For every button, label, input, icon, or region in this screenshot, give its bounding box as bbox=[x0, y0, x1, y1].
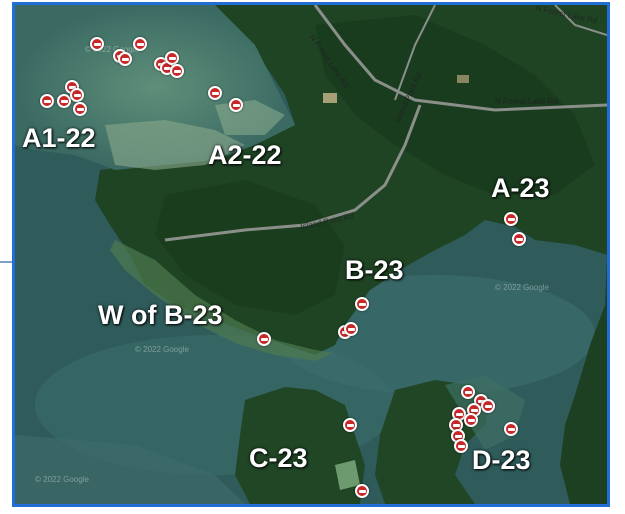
boat-icon[interactable] bbox=[165, 51, 179, 65]
boat-icon[interactable] bbox=[512, 232, 526, 246]
map-watermark: © 2022 Google bbox=[135, 345, 189, 354]
forest-lake-road bbox=[313, 5, 607, 112]
leader-line bbox=[0, 261, 14, 263]
zone-label-d-23: D-23 bbox=[472, 445, 531, 475]
boat-icon[interactable] bbox=[344, 322, 358, 336]
zone-label-a1-22: A1-22 bbox=[22, 123, 96, 153]
boat-icon[interactable] bbox=[343, 418, 357, 432]
boat-icon[interactable] bbox=[464, 413, 478, 427]
zone-label-b-23: B-23 bbox=[345, 255, 404, 285]
boat-icon[interactable] bbox=[40, 94, 54, 108]
boat-icon[interactable] bbox=[481, 399, 495, 413]
boat-icon[interactable] bbox=[504, 212, 518, 226]
boat-icon[interactable] bbox=[170, 64, 184, 78]
zone-label-c-23: C-23 bbox=[249, 443, 308, 473]
east-shore bbox=[560, 255, 607, 504]
boat-icon[interactable] bbox=[355, 484, 369, 498]
island-point-road bbox=[164, 104, 422, 242]
boat-icon[interactable] bbox=[133, 37, 147, 51]
c23-peninsula bbox=[235, 387, 365, 504]
boat-icon[interactable] bbox=[504, 422, 518, 436]
boat-icon[interactable] bbox=[355, 297, 369, 311]
map-watermark: © 2022 Google bbox=[495, 283, 549, 292]
map-watermark: © 2022 Google bbox=[85, 45, 139, 54]
road-label-forest-lake: N Forest Lake Rd bbox=[495, 97, 558, 106]
boat-icon[interactable] bbox=[70, 88, 84, 102]
boat-icon[interactable] bbox=[90, 37, 104, 51]
zone-label-w-of-b-23: W of B-23 bbox=[98, 300, 223, 330]
boat-icon[interactable] bbox=[452, 407, 466, 421]
map-watermark: © 2022 Google bbox=[35, 475, 89, 484]
boat-icon[interactable] bbox=[73, 102, 87, 116]
boat-icon[interactable] bbox=[461, 385, 475, 399]
map-imagery bbox=[15, 5, 607, 504]
boat-icon[interactable] bbox=[257, 332, 271, 346]
boat-icon[interactable] bbox=[118, 52, 132, 66]
boat-icon[interactable] bbox=[57, 94, 71, 108]
zone-label-a-23: A-23 bbox=[491, 173, 550, 203]
zone-label-a2-22: A2-22 bbox=[208, 140, 282, 170]
boat-icon[interactable] bbox=[229, 98, 243, 112]
boat-icon[interactable] bbox=[208, 86, 222, 100]
satellite-map[interactable]: N Forest Lake Rd N Forest Lake Rd N Fore… bbox=[12, 2, 610, 507]
boat-icon[interactable] bbox=[454, 439, 468, 453]
